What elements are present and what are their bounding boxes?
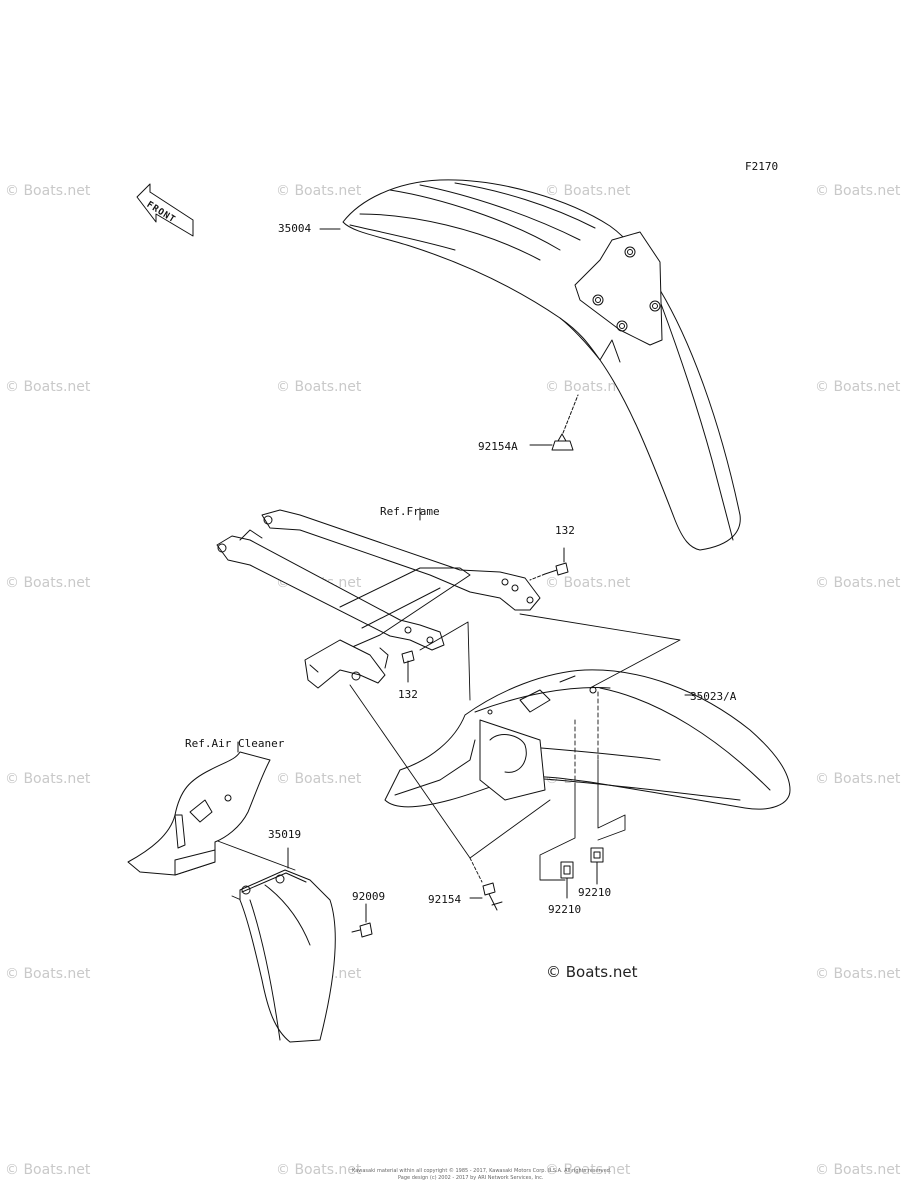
front-arrow-icon: [136, 183, 194, 237]
part-number-92210-right[interactable]: 92210: [578, 886, 612, 899]
watermark: © Boats.net: [276, 379, 362, 395]
watermark: © Boats.net: [5, 379, 91, 395]
part-number-92154[interactable]: 92154: [428, 893, 462, 906]
mud-flap-drawing: [239, 847, 336, 1043]
frame-drawing: [216, 507, 541, 689]
watermark: © Boats.net: [815, 575, 901, 591]
part-number-35004[interactable]: 35004: [278, 222, 312, 235]
copyright-line-2: Page design (c) 2002 - 2017 by ARI Netwo…: [398, 1175, 544, 1181]
ref-air-cleaner-label: Ref.Air Cleaner: [185, 737, 285, 750]
watermark: © Boats.net: [276, 183, 362, 199]
bolt-132-lower-drawing: [401, 650, 415, 683]
figure-code: F2170: [745, 160, 779, 173]
part-number-35023-a[interactable]: 35023/A: [690, 690, 737, 703]
watermark: © Boats.net: [815, 966, 901, 982]
watermark: © Boats.net: [545, 575, 631, 591]
watermark: © Boats.net: [815, 379, 901, 395]
watermark: © Boats.net: [815, 183, 901, 199]
watermark: © Boats.net: [5, 966, 91, 982]
copyright-line-1: Kawasaki material within all copyright ©…: [352, 1168, 612, 1174]
watermark: © Boats.net: [815, 771, 901, 787]
rear-fender-drawing: [384, 669, 791, 810]
clip-92154a-drawing: [529, 394, 579, 451]
bolt-92154-drawing: [469, 882, 503, 911]
watermark: © Boats.net: [276, 1162, 362, 1178]
part-number-92154a[interactable]: 92154A: [478, 440, 518, 453]
bolt-92009-drawing: [351, 903, 373, 938]
watermark: © Boats.net: [545, 1162, 631, 1178]
bolt-132-upper-drawing: [529, 547, 569, 581]
watermark: © Boats.net: [5, 575, 91, 591]
part-number-132-upper[interactable]: 132: [555, 524, 575, 537]
air-cleaner-drawing: [127, 741, 271, 876]
watermark: © Boats.net: [815, 1162, 901, 1178]
watermark: © Boats.net: [5, 183, 91, 199]
part-number-35019[interactable]: 35019: [268, 828, 302, 841]
nut-92210-right-drawing: [590, 847, 604, 885]
watermark: © Boats.net: [545, 183, 631, 199]
part-number-92009[interactable]: 92009: [352, 890, 386, 903]
watermark: © Boats.net: [276, 771, 362, 787]
watermark: © Boats.net: [545, 379, 631, 395]
part-number-132-lower[interactable]: 132: [398, 688, 418, 701]
front-fender-drawing: [319, 179, 741, 551]
brand-mark: © Boats.net: [546, 963, 638, 981]
watermark: © Boats.net: [5, 1162, 91, 1178]
watermark: © Boats.net: [5, 771, 91, 787]
nut-92210-left-drawing: [560, 861, 574, 899]
part-number-92210-left[interactable]: 92210: [548, 903, 582, 916]
ref-frame-label: Ref.Frame: [380, 505, 440, 518]
